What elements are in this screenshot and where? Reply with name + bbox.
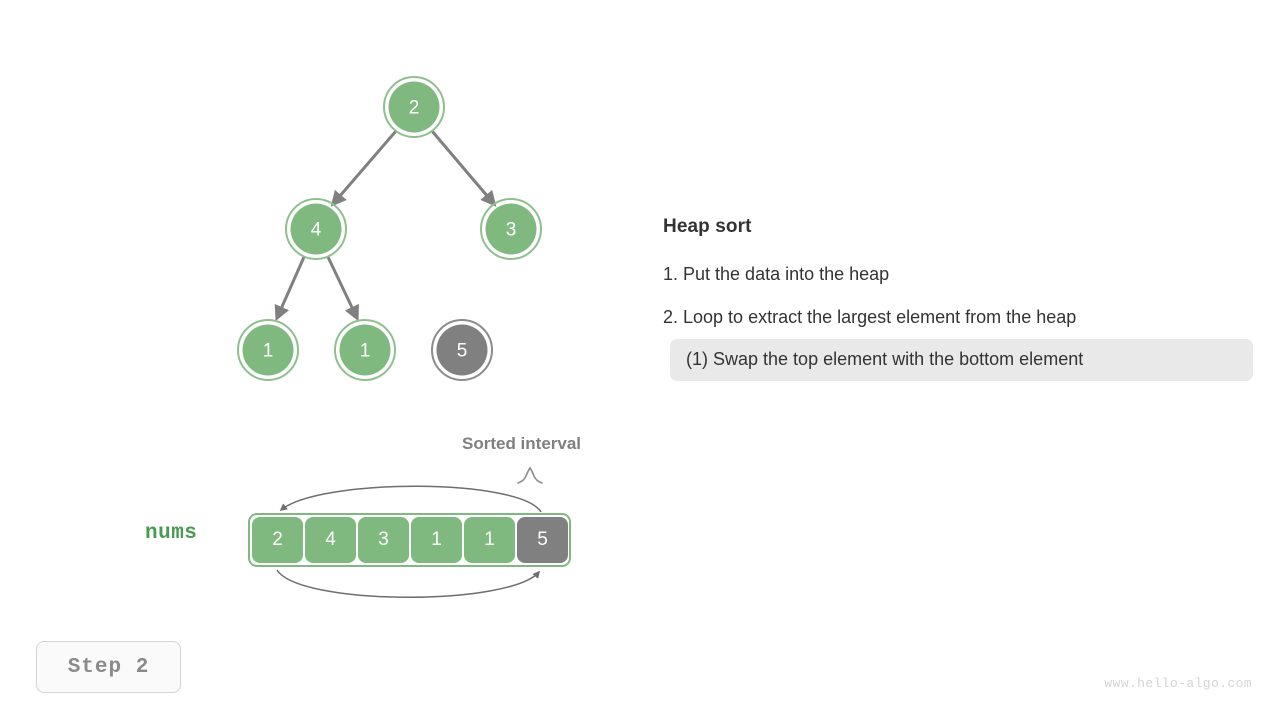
- tree-edges: [274, 130, 497, 322]
- tree-node-label: 1: [360, 341, 371, 362]
- array-cell-2[interactable]: 3: [358, 517, 409, 563]
- tree-node-label: 3: [506, 220, 517, 241]
- array-container-outline: [248, 513, 571, 567]
- tree-node-right[interactable]: 3: [480, 198, 542, 260]
- array-cells: 2 4 3 1 1 5: [252, 517, 568, 563]
- tree-node-label: 1: [263, 341, 274, 362]
- panel-substep-highlight: (1) Swap the top element with the bottom…: [670, 339, 1253, 381]
- swap-arc-top: [279, 485, 542, 513]
- tree-edge-left-ll: [274, 256, 306, 322]
- watermark: www.hello-algo.com: [1104, 676, 1252, 691]
- tree-node-label: 5: [457, 341, 468, 362]
- array-annotations: [276, 466, 543, 598]
- panel-title: Heap sort: [663, 216, 752, 237]
- array-cell-5[interactable]: 5: [517, 517, 568, 563]
- tree-node-label: 4: [311, 220, 322, 241]
- heap-tree-diagram: 2 4 3 1 1 5: [237, 76, 542, 381]
- explanation-panel: Heap sort 1. Put the data into the heap …: [663, 216, 1253, 381]
- step-badge: Step 2: [36, 641, 181, 693]
- array-cell-0[interactable]: 2: [252, 517, 303, 563]
- tree-edge-left-lr: [326, 256, 359, 322]
- tree-node-sorted[interactable]: 5: [431, 319, 493, 381]
- tree-node-root[interactable]: 2: [383, 76, 445, 138]
- tree-node-left[interactable]: 4: [285, 198, 347, 260]
- sorted-interval-brace: [517, 466, 543, 484]
- array-visualization: Sorted interval nums 2 4 3 1 1 5: [0, 420, 700, 620]
- array-name-label: nums: [145, 522, 198, 545]
- array-cell-3[interactable]: 1: [411, 517, 462, 563]
- tree-edge-root-right: [430, 130, 497, 207]
- panel-step-1: 1. Put the data into the heap: [663, 264, 890, 284]
- tree-node-label: 2: [409, 98, 420, 119]
- tree-node-left-right[interactable]: 1: [334, 319, 396, 381]
- tree-node-left-left[interactable]: 1: [237, 319, 299, 381]
- panel-step-2: 2. Loop to extract the largest element f…: [663, 307, 1077, 327]
- tree-edge-root-left: [330, 130, 398, 207]
- array-cell-4[interactable]: 1: [464, 517, 515, 563]
- swap-arc-bottom: [276, 569, 541, 598]
- sorted-interval-label: Sorted interval: [462, 434, 582, 453]
- array-cell-1[interactable]: 4: [305, 517, 356, 563]
